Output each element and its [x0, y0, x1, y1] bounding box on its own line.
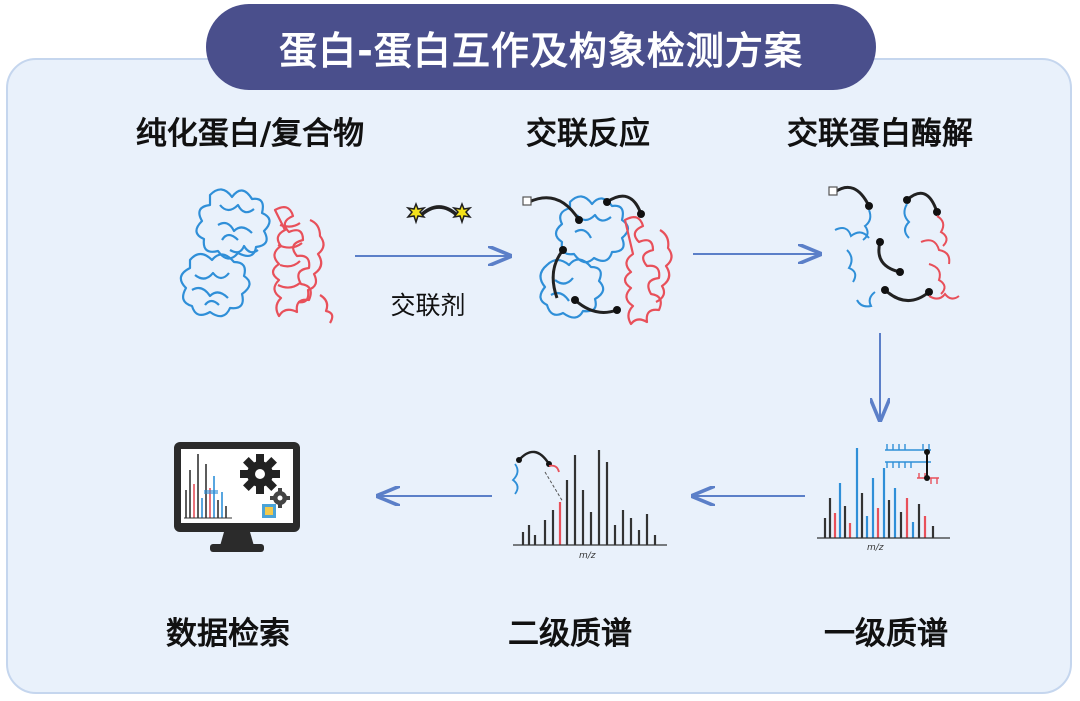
crosslinker-reagent-icon	[405, 201, 473, 225]
crosslinker-label: 交联剂	[390, 291, 466, 320]
digested-peptides-icon	[828, 185, 960, 308]
small-gear-icon	[270, 488, 290, 508]
protein-complex-icon	[179, 188, 334, 324]
step-label-purify: 纯化蛋白/复合物	[135, 116, 365, 152]
step-label-search: 数据检索	[166, 616, 290, 652]
ms1-spectrum-chart: m/z	[817, 444, 950, 553]
step-label-ms1: 一级质谱	[824, 616, 948, 652]
step-label-crosslink: 交联反应	[526, 116, 650, 152]
step-label-digest: 交联蛋白酶解	[787, 116, 973, 152]
ms2-axis-label: m/z	[579, 551, 596, 561]
step-label-ms2: 二级质谱	[508, 616, 632, 652]
diagram-panel	[6, 58, 1072, 694]
gear-icon	[240, 454, 280, 494]
page-title: 蛋白-蛋白互作及构象检测方案	[206, 4, 876, 90]
monitor-icon	[174, 442, 300, 552]
ms2-spectrum-chart: m/z	[511, 450, 667, 561]
ms1-axis-label: m/z	[867, 543, 884, 553]
crosslinked-complex-icon	[522, 194, 673, 326]
